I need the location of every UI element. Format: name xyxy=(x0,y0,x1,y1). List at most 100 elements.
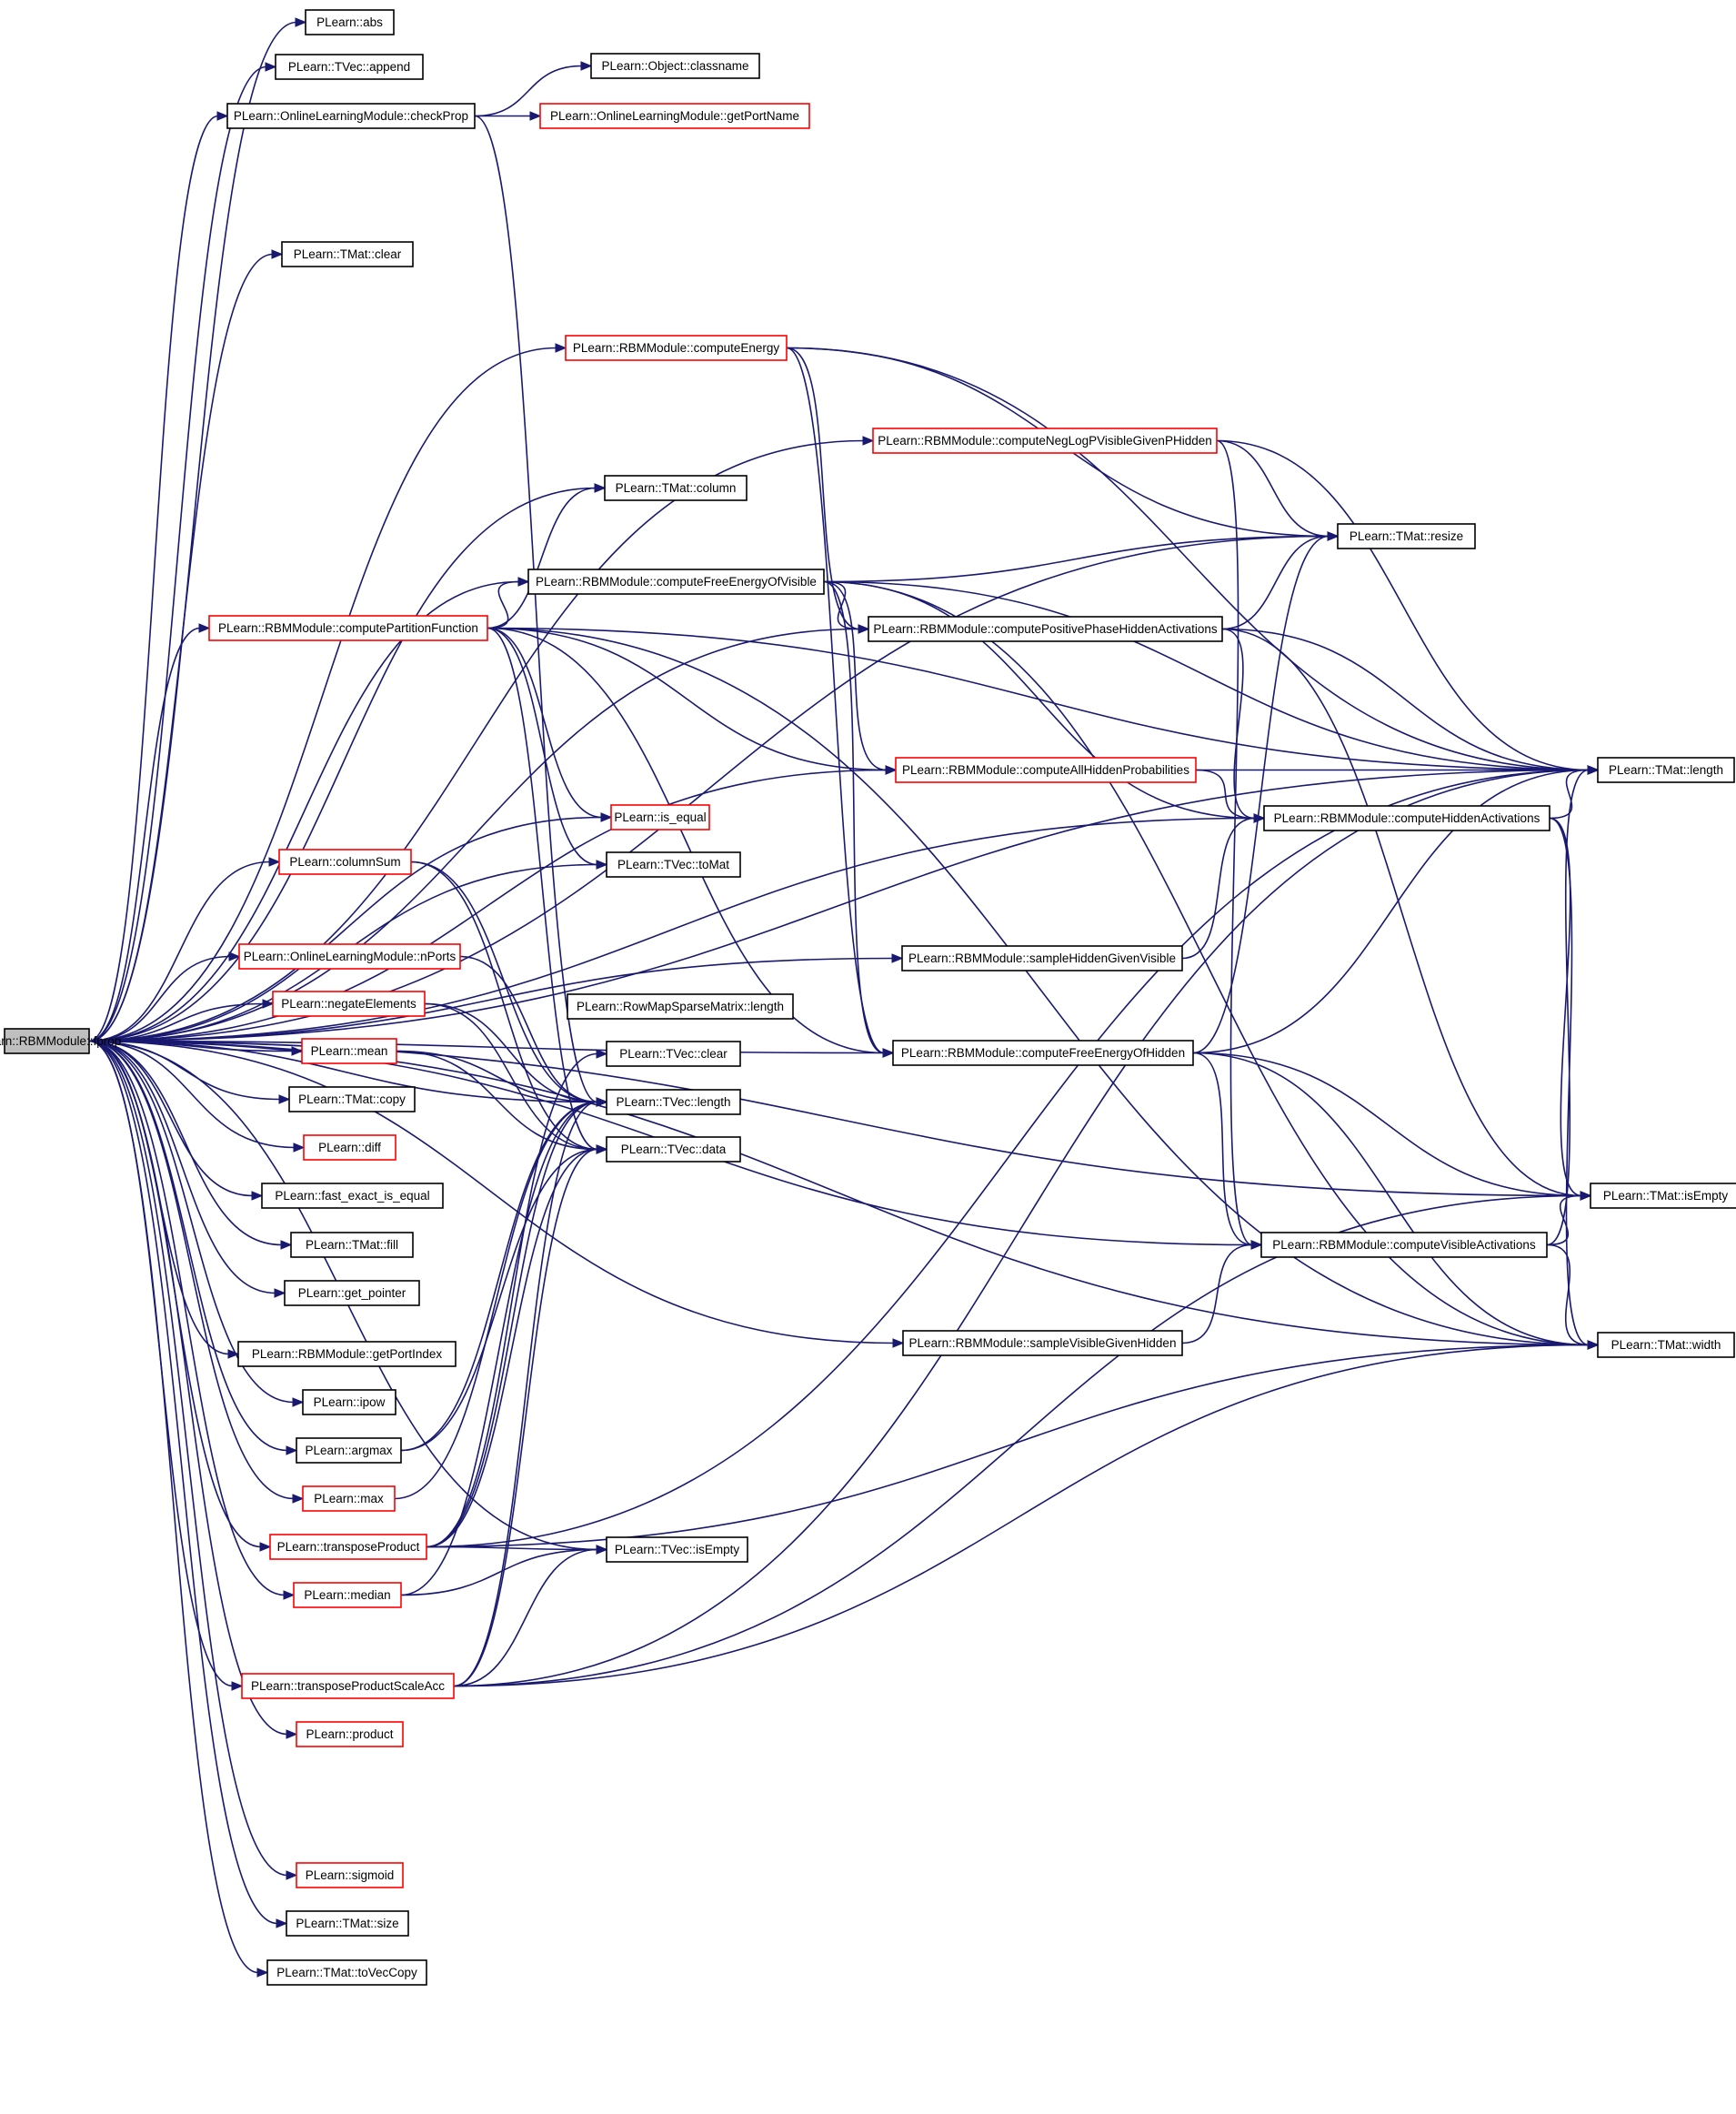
edge-arrowhead xyxy=(529,111,542,121)
node-box xyxy=(1260,1232,1548,1258)
edge-line xyxy=(400,1101,598,1596)
node-tvec-append[interactable]: PLearn::TVec::append xyxy=(275,54,424,80)
node-transposeProductScaleAcc[interactable]: PLearn::transposeProductScaleAcc xyxy=(241,1673,455,1699)
edge-arrowhead xyxy=(293,1143,306,1153)
edge-line xyxy=(410,861,598,1151)
edge-line xyxy=(487,627,603,819)
node-tvec-toMat[interactable]: PLearn::TVec::toMat xyxy=(606,851,741,878)
node-tmat-copy[interactable]: PLearn::TMat::copy xyxy=(288,1086,416,1112)
node-tmat-toVecCopy[interactable]: PLearn::TMat::toVecCopy xyxy=(266,1959,427,1986)
node-median[interactable]: PLearn::median xyxy=(293,1582,402,1608)
node-tmat-resize[interactable]: PLearn::TMat::resize xyxy=(1337,523,1476,549)
edge-arrowhead xyxy=(216,111,229,121)
node-box xyxy=(296,1721,404,1747)
node-nPorts[interactable]: PLearn::OnlineLearningModule::nPorts xyxy=(238,943,461,970)
node-computeHiddenActivations[interactable]: PLearn::RBMModule::computeHiddenActivati… xyxy=(1263,805,1550,831)
node-computeVisibleActivations[interactable]: PLearn::RBMModule::computeVisibleActivat… xyxy=(1260,1232,1548,1258)
edge-line xyxy=(88,1040,295,1404)
edge-line xyxy=(426,1101,598,1548)
edge-line xyxy=(1192,1052,1582,1197)
node-box xyxy=(565,335,788,361)
node-tmat-column[interactable]: PLearn::TMat::column xyxy=(604,475,748,501)
node-transposeProduct[interactable]: PLearn::transposeProduct xyxy=(269,1534,427,1560)
node-tvec-data[interactable]: PLearn::TVec::data xyxy=(606,1136,741,1163)
node-label: PLearn::negateElements xyxy=(281,997,416,1011)
edge-arrowhead xyxy=(278,1094,291,1104)
node-tmat-clear[interactable]: PLearn::TMat::clear xyxy=(281,241,414,267)
node-computeAllHiddenProb[interactable]: PLearn::RBMModule::computeAllHiddenProba… xyxy=(895,757,1197,783)
node-box xyxy=(1590,1183,1736,1209)
node-checkProp[interactable]: PLearn::OnlineLearningModule::checkProp xyxy=(226,103,476,129)
node-box xyxy=(290,1232,414,1258)
node-label: PLearn::RBMModule::computePartitionFunct… xyxy=(218,621,478,635)
edge-fprop-to-getPortIndex xyxy=(88,1040,240,1359)
edge-line xyxy=(487,580,520,629)
edge-line xyxy=(453,1148,598,1687)
node-box xyxy=(610,804,710,830)
node-ipow[interactable]: PLearn::ipow xyxy=(302,1389,396,1415)
edge-computePartitionFunction-to-tmat-column xyxy=(487,483,607,629)
edge-arrowhead xyxy=(198,623,211,633)
edge-arrowhead xyxy=(286,1445,298,1455)
edge-arrowhead xyxy=(891,953,904,963)
node-tmat-isEmpty[interactable]: PLearn::TMat::isEmpty xyxy=(1590,1183,1736,1209)
edge-line xyxy=(1549,769,1590,820)
node-box xyxy=(296,1437,402,1464)
node-columnSum[interactable]: PLearn::columnSum xyxy=(278,849,412,875)
node-is-equal[interactable]: PLearn::is_equal xyxy=(610,804,710,830)
node-computePositivePhase[interactable]: PLearn::RBMModule::computePositivePhaseH… xyxy=(868,616,1223,642)
node-computePartitionFunction[interactable]: PLearn::RBMModule::computePartitionFunct… xyxy=(208,615,488,641)
node-max[interactable]: PLearn::max xyxy=(302,1485,396,1512)
node-label: PLearn::TMat::column xyxy=(616,481,737,495)
edge-computePositivePhase-to-tmat-isEmpty xyxy=(1221,628,1592,1201)
node-product[interactable]: PLearn::product xyxy=(296,1721,404,1747)
node-computeFreeEnergyOfVisible[interactable]: PLearn::RBMModule::computeFreeEnergyOfVi… xyxy=(527,569,825,595)
node-sampleHiddenGivenVisible[interactable]: PLearn::RBMModule::sampleHiddenGivenVisi… xyxy=(901,945,1183,971)
edge-arrowhead xyxy=(596,1545,608,1555)
node-abs[interactable]: PLearn::abs xyxy=(305,9,395,35)
edge-computeFreeEnergyOfHidden-to-tmat-resize xyxy=(1192,531,1340,1054)
node-getPortIndex[interactable]: PLearn::RBMModule::getPortIndex xyxy=(237,1341,457,1367)
node-getPortName[interactable]: PLearn::OnlineLearningModule::getPortNam… xyxy=(539,103,810,129)
node-negateElements[interactable]: PLearn::negateElements xyxy=(272,991,426,1017)
node-get-pointer[interactable]: PLearn::get_pointer xyxy=(284,1280,420,1306)
node-tvec-clear[interactable]: PLearn::TVec::clear xyxy=(606,1041,741,1067)
node-fprop[interactable]: PLearn::RBMModule::fprop xyxy=(0,1028,121,1054)
node-tmat-fill[interactable]: PLearn::TMat::fill xyxy=(290,1232,414,1258)
node-tmat-width[interactable]: PLearn::TMat::width xyxy=(1597,1332,1735,1358)
node-box xyxy=(261,1183,444,1209)
edge-arrowhead xyxy=(251,1191,264,1201)
edge-line xyxy=(1192,1052,1253,1246)
edge-arrowhead xyxy=(1580,1191,1592,1201)
node-sigmoid[interactable]: PLearn::sigmoid xyxy=(296,1862,404,1888)
edge-line xyxy=(453,1194,1582,1687)
node-fast-exact-is-equal[interactable]: PLearn::fast_exact_is_equal xyxy=(261,1183,444,1209)
node-label: PLearn::TVec::clear xyxy=(619,1047,728,1061)
node-sampleVisibleGivenHidden[interactable]: PLearn::RBMModule::sampleVisibleGivenHid… xyxy=(902,1330,1183,1356)
node-box xyxy=(539,103,810,129)
node-argmax[interactable]: PLearn::argmax xyxy=(296,1437,402,1464)
node-label: PLearn::product xyxy=(306,1727,393,1741)
node-box xyxy=(868,616,1223,642)
edge-line xyxy=(1216,439,1253,1246)
edge-line xyxy=(88,580,520,1042)
node-computeFreeEnergyOfHidden[interactable]: PLearn::RBMModule::computeFreeEnergyOfHi… xyxy=(892,1040,1194,1066)
edge-line xyxy=(88,1040,288,1736)
node-box xyxy=(4,1028,90,1054)
node-tvec-length[interactable]: PLearn::TVec::length xyxy=(606,1089,741,1115)
node-computeEnergy[interactable]: PLearn::RBMModule::computeEnergy xyxy=(565,335,788,361)
node-tmat-length[interactable]: PLearn::TMat::length xyxy=(1597,757,1735,783)
node-label: PLearn::RBMModule::computeAllHiddenProba… xyxy=(902,763,1189,777)
edge-transposeProductScaleAcc-to-tmat-width xyxy=(453,1340,1600,1687)
node-computeNegLog[interactable]: PLearn::RBMModule::computeNegLogPVisible… xyxy=(872,428,1218,454)
node-classname[interactable]: PLearn::Object::classname xyxy=(590,53,760,79)
node-rowmap-length[interactable]: PLearn::RowMapSparseMatrix::length xyxy=(567,993,794,1020)
node-tmat-size[interactable]: PLearn::TMat::size xyxy=(286,1910,409,1937)
edge-arrowhead xyxy=(580,61,593,71)
edge-fprop-to-sampleHiddenGivenVisible xyxy=(88,953,904,1042)
edge-arrowhead xyxy=(1587,765,1600,775)
node-label: PLearn::RBMModule::computePositivePhaseH… xyxy=(873,622,1217,636)
node-diff[interactable]: PLearn::diff xyxy=(303,1134,396,1161)
node-mean[interactable]: PLearn::mean xyxy=(301,1038,397,1064)
node-tvec-isEmpty[interactable]: PLearn::TVec::isEmpty xyxy=(606,1536,748,1563)
